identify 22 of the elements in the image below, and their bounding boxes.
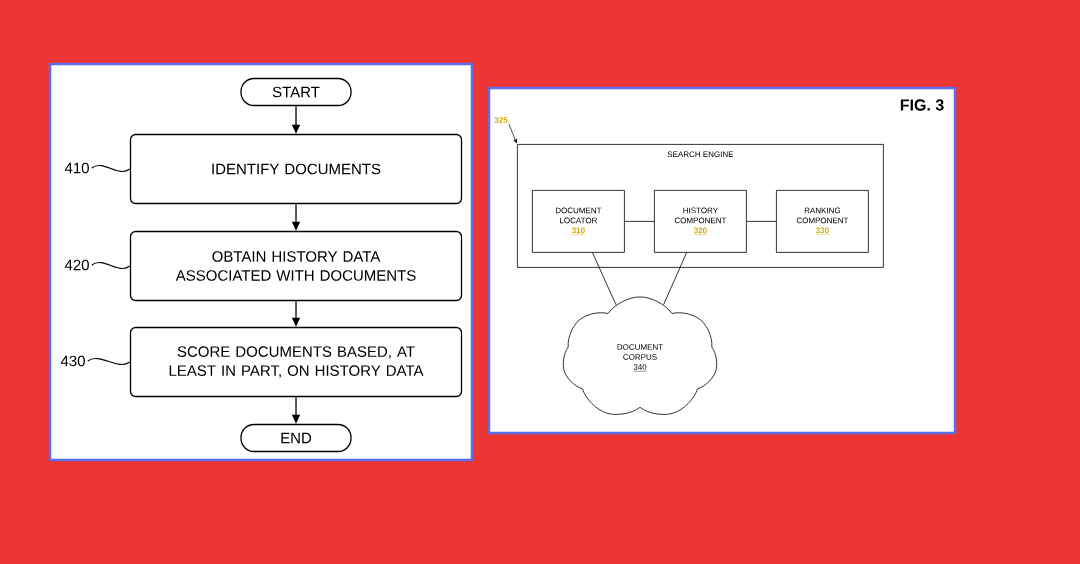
terminal-box: END <box>240 423 352 453</box>
connector-line <box>746 221 777 222</box>
leader-line <box>91 165 131 172</box>
component-box: DOCUMENT LOCATOR 310 <box>532 190 625 253</box>
terminal-box: START <box>240 77 352 107</box>
reference-number: 410 <box>64 162 89 174</box>
connector-line <box>624 221 655 222</box>
connector-line <box>592 252 617 306</box>
reference-number: 420 <box>64 259 89 271</box>
leader-line <box>87 358 131 365</box>
leader-line <box>91 262 131 269</box>
leader-arrow <box>508 123 517 144</box>
component-box: HISTORY COMPONENT 320 <box>654 190 747 253</box>
reference-number: 325 <box>494 117 508 123</box>
corpus-cloud: DOCUMENT CORPUS 340 <box>562 296 718 415</box>
process-box: OBTAIN HISTORY DATA ASSOCIATED WITH DOCUMENTS <box>129 230 463 302</box>
process-box: IDENTIFY DOCUMENTS <box>129 133 463 205</box>
reference-number: 430 <box>60 355 85 367</box>
figure-label: FIG. 3 <box>900 99 944 111</box>
process-box: SCORE DOCUMENTS BASED, AT LEAST IN PART, ON HISTORY DATA <box>129 326 463 398</box>
connector-line <box>663 252 687 305</box>
component-box: RANKING COMPONENT 330 <box>776 190 869 253</box>
